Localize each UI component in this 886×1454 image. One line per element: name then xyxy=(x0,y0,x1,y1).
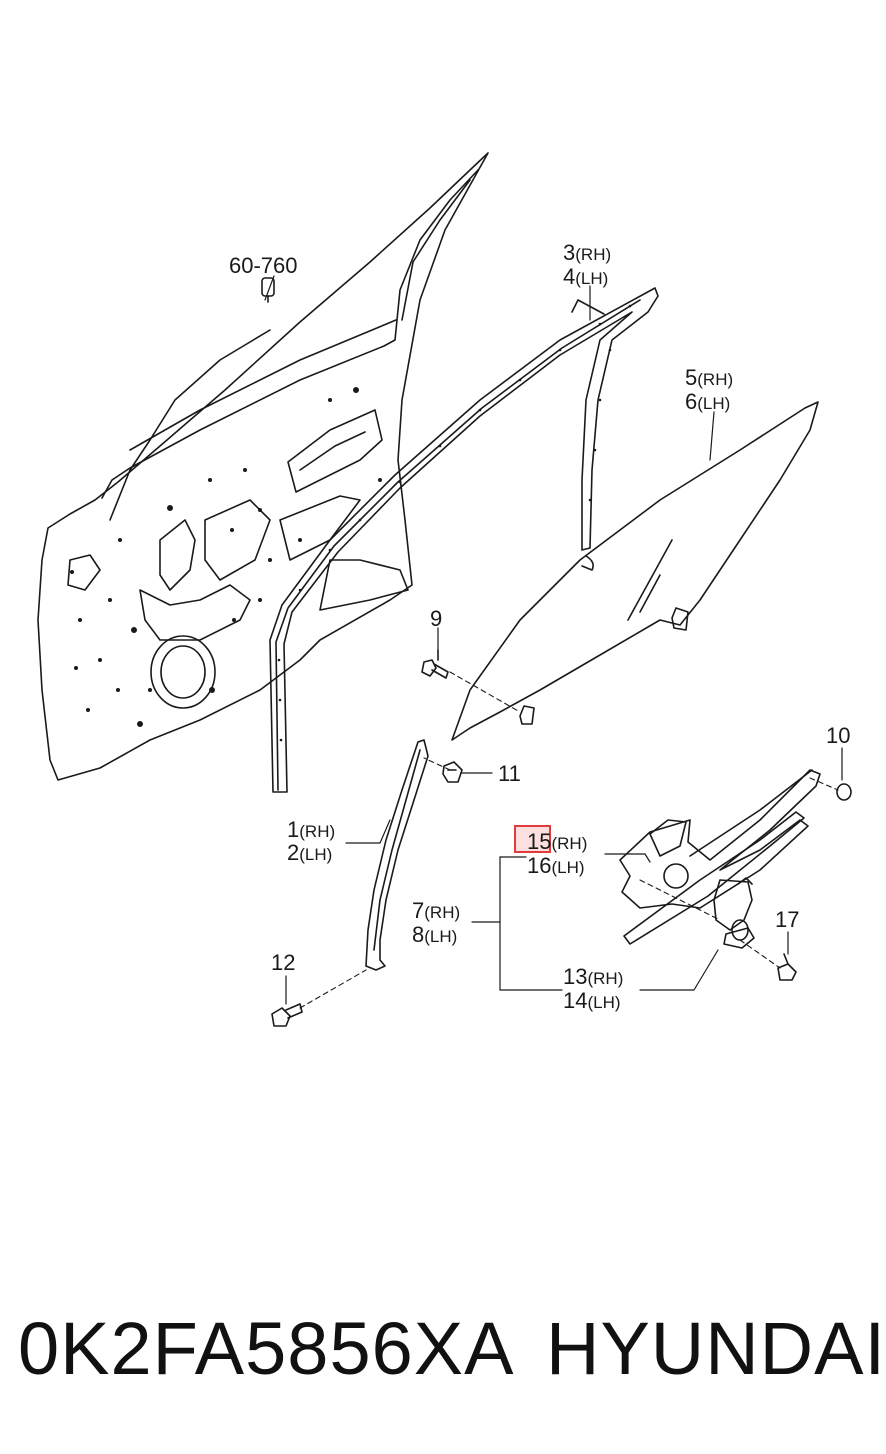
bolt-9 xyxy=(421,649,449,679)
window-regulator xyxy=(619,769,821,949)
callout-7-side: (RH) xyxy=(424,903,461,922)
callout-15-highlight-box xyxy=(514,825,551,853)
part-number: 0K2FA5856XA xyxy=(18,1307,515,1390)
callout-3-side: (RH) xyxy=(575,245,612,264)
nut-10 xyxy=(836,783,852,801)
nut-11 xyxy=(442,761,463,783)
callout-2: 2(LH) xyxy=(287,842,332,864)
callout-15-number: 15 xyxy=(527,829,552,854)
rear-channel xyxy=(365,739,429,971)
callout-12: 12 xyxy=(271,950,296,975)
bolt-12 xyxy=(271,1003,303,1027)
brand-name: HYUNDAI xyxy=(546,1307,886,1390)
callout-3: 3(RH) xyxy=(563,242,611,264)
callout-5-side: (RH) xyxy=(697,370,734,389)
door-weatherstrip xyxy=(269,287,659,793)
callout-13-number: 13 xyxy=(563,964,588,989)
callout-2-side: (LH) xyxy=(299,845,333,864)
leader-lines xyxy=(264,275,843,1005)
callout-4: 4(LH) xyxy=(563,266,608,288)
callout-14-side: (LH) xyxy=(587,993,621,1012)
callout-1-side: (RH) xyxy=(299,822,336,841)
callout-10: 10 xyxy=(826,723,851,748)
callout-14: 14(LH) xyxy=(563,990,621,1012)
callout-7-number: 7 xyxy=(412,898,425,923)
callout-9: 9 xyxy=(430,606,443,631)
callout-16: 16(LH) xyxy=(527,855,585,877)
panel-rivets xyxy=(70,387,382,727)
callout-11: 11 xyxy=(498,761,521,786)
callout-1-number: 1 xyxy=(287,817,300,842)
weatherstrip-dots xyxy=(277,304,632,742)
callout-6-side: (LH) xyxy=(697,394,731,413)
callout-3-number: 3 xyxy=(563,240,576,265)
callout-5: 5(RH) xyxy=(685,367,733,389)
callout-2-number: 2 xyxy=(287,840,300,865)
callout-60-760: 60-760 xyxy=(229,253,298,278)
callout-16-number: 16 xyxy=(527,853,552,878)
callout-4-number: 4 xyxy=(563,264,576,289)
callout-16-side: (LH) xyxy=(551,858,585,877)
screw-17 xyxy=(777,953,797,981)
callout-4-side: (LH) xyxy=(575,269,609,288)
callout-5-number: 5 xyxy=(685,365,698,390)
callout-7: 7(RH) xyxy=(412,900,460,922)
callout-8-side: (LH) xyxy=(424,927,458,946)
callout-1: 1(RH) xyxy=(287,819,335,841)
callout-8-number: 8 xyxy=(412,922,425,947)
callout-14-number: 14 xyxy=(563,988,588,1013)
callout-17: 17 xyxy=(775,907,800,932)
install-dashed-lines xyxy=(299,671,839,1009)
callout-13: 13(RH) xyxy=(563,966,623,988)
callout-6: 6(LH) xyxy=(685,391,730,413)
callout-6-number: 6 xyxy=(685,389,698,414)
callout-15-side: (RH) xyxy=(551,834,588,853)
door-panel xyxy=(37,152,489,781)
callout-13-side: (RH) xyxy=(587,969,624,988)
callout-8: 8(LH) xyxy=(412,924,457,946)
door-glass xyxy=(451,401,819,741)
callout-15: 15(RH) xyxy=(527,831,587,853)
